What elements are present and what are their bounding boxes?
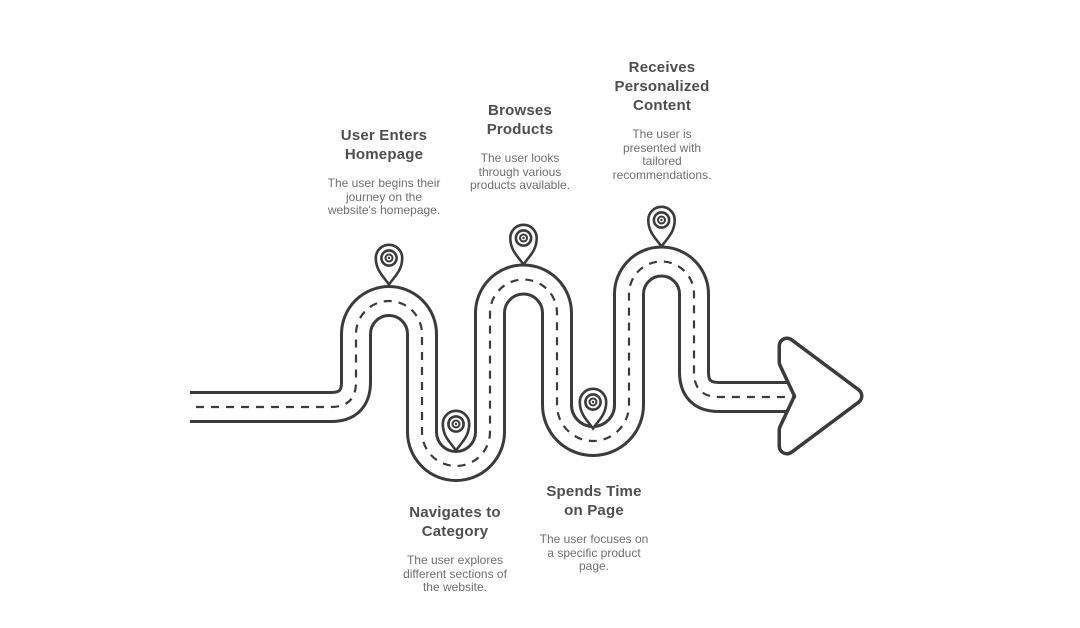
dashed-centerline [196, 260, 796, 468]
stage-description: The user explores different sections of … [403, 553, 507, 594]
stage-title: Navigates to Category [409, 504, 501, 540]
stage-description: The user focuses on a specific product p… [539, 532, 649, 573]
stage-description: The user begins their journey on the web… [327, 176, 441, 217]
stage-title: Browses Products [486, 102, 554, 138]
stage-title: User Enters Homepage [340, 127, 428, 163]
stage-description: The user is presented with tailored reco… [612, 127, 712, 182]
location-pin-icon [646, 205, 677, 248]
location-pin-icon [374, 243, 404, 286]
stage-user-enters-homepage: User Enters Homepage The user begins the… [328, 126, 441, 218]
location-pin-icon [441, 409, 471, 452]
location-pin-icon [508, 223, 539, 266]
stage-browses-products: Browses Products The user looks through … [470, 101, 570, 193]
stage-navigates-to-category: Navigates to Category The user explores … [403, 503, 507, 595]
stage-spends-time-on-page: Spends Time on Page The user focuses on … [540, 482, 649, 574]
stage-title: Receives Personalized Content [614, 59, 710, 114]
direction-arrow-icon [777, 336, 864, 456]
stage-receives-personalized-content: Receives Personalized Content The user i… [613, 58, 712, 182]
stage-description: The user looks through various products … [469, 151, 571, 192]
stage-title: Spends Time on Page [546, 483, 642, 519]
location-pin-icon [578, 387, 608, 430]
